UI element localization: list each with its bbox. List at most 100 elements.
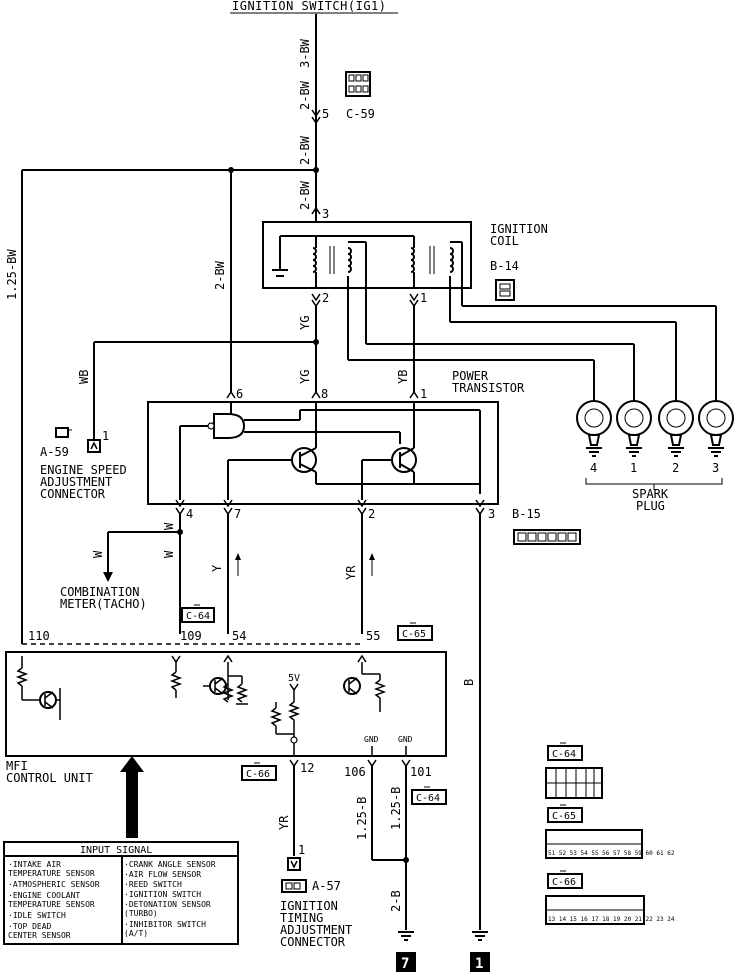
c66-badge-legend bbox=[547, 870, 583, 889]
wire-label-w1: W bbox=[162, 522, 176, 530]
input-right-3: ·IGNITION SWITCH bbox=[124, 890, 201, 899]
ignition-timing-label-3: ADJUSTMENT bbox=[280, 923, 352, 937]
input-signal-box bbox=[3, 841, 239, 945]
wire-label-125bw: 1.25-BW bbox=[5, 249, 19, 300]
spark-plug-number-b: 1 bbox=[630, 461, 637, 475]
wire-label-yr-2: YR bbox=[277, 815, 291, 830]
input-left-3: ·ENGINE COOLANT bbox=[8, 891, 80, 900]
c64-badge-upper bbox=[181, 604, 215, 623]
c65-label: C-65 bbox=[402, 629, 426, 640]
wire-label-125b-a: 1.25-B bbox=[355, 797, 369, 840]
spark-plug-number-c: 2 bbox=[672, 461, 679, 475]
input-right-0: ·CRANK ANGLE SENSOR bbox=[124, 860, 216, 869]
spark-plug-4 bbox=[698, 400, 734, 457]
wire-label-wb: WB bbox=[77, 370, 91, 384]
pin-5: 5 bbox=[322, 107, 329, 121]
coil-pin-1: 1 bbox=[420, 291, 427, 305]
gnd-label-1: GND bbox=[364, 735, 379, 744]
input-left-0: ·INTAKE AIR bbox=[8, 860, 61, 869]
coil-pin-3: 3 bbox=[322, 207, 329, 221]
b14-label: B-14 bbox=[490, 259, 519, 273]
pt-pin-7: 7 bbox=[234, 507, 241, 521]
input-left-6: ·TOP DEAD bbox=[8, 922, 52, 931]
mfi-label-2: CONTROL UNIT bbox=[6, 771, 93, 785]
wire-label-2b: 2-B bbox=[389, 890, 403, 912]
a59-pin-box bbox=[87, 439, 101, 453]
ignition-switch-title: IGNITION SWITCH(IG1) bbox=[232, 0, 387, 13]
wire-label-w2: W bbox=[91, 550, 105, 558]
ignition-timing-label-1: IGNITION bbox=[280, 899, 338, 913]
pt-pin-2: 2 bbox=[368, 507, 375, 521]
a59-label: A-59 bbox=[40, 445, 69, 459]
a59-pin-1: 1 bbox=[102, 429, 109, 443]
c65-badge-legend bbox=[547, 804, 583, 823]
wire-label-125b-b: 1.25-B bbox=[389, 787, 403, 830]
c66-connector-face bbox=[545, 895, 645, 925]
c65-connector-face bbox=[545, 829, 643, 859]
mfi-pin-109: 109 bbox=[180, 629, 202, 643]
pt-pin-4: 4 bbox=[186, 507, 193, 521]
input-right-2: ·REED SWITCH bbox=[124, 880, 182, 889]
engine-speed-label-1: ENGINE SPEED bbox=[40, 463, 127, 477]
input-left-4: TEMPERATURE SENSOR bbox=[8, 900, 95, 909]
power-transistor-label-2: TRANSISTOR bbox=[452, 381, 525, 395]
wire-label-y: Y bbox=[210, 564, 224, 572]
ground-symbol-7 bbox=[396, 931, 416, 972]
b15-label: B-15 bbox=[512, 507, 541, 521]
input-right-1: ·AIR FLOW SENSOR bbox=[124, 870, 201, 879]
mfi-pin-110: 110 bbox=[28, 629, 50, 643]
wire-label-2bw-a: 2-BW bbox=[298, 80, 312, 110]
combination-meter-label-1: COMBINATION bbox=[60, 585, 139, 599]
a57-connector-icon bbox=[281, 879, 307, 893]
c66-badge-lower bbox=[241, 762, 277, 781]
ignition-coil-label-2: COIL bbox=[490, 234, 519, 248]
mfi-pin-54: 54 bbox=[232, 629, 246, 643]
pt-pin-1: 1 bbox=[420, 387, 427, 401]
gnd-label-2: GND bbox=[398, 735, 413, 744]
wire-label-yr-1: YR bbox=[344, 565, 358, 580]
combination-meter-label-2: METER(TACHO) bbox=[60, 597, 147, 611]
c64-connector-face bbox=[545, 767, 603, 799]
wire-label-w3: W bbox=[162, 550, 176, 558]
mfi-pin-12: 12 bbox=[300, 761, 314, 775]
wire-label-2bw-d: 2-BW bbox=[213, 260, 227, 290]
input-signal-header: INPUT SIGNAL bbox=[80, 845, 152, 856]
ignition-timing-label-4: CONNECTOR bbox=[280, 935, 346, 949]
ground-symbol-1 bbox=[470, 931, 490, 972]
c64-label-legend: C-64 bbox=[552, 749, 576, 760]
c66-label-lower: C-66 bbox=[246, 769, 270, 780]
input-left-5: ·IDLE SWITCH bbox=[8, 911, 66, 920]
mfi-pin-106: 106 bbox=[344, 765, 366, 779]
wire-label-yg-2: YG bbox=[298, 370, 312, 384]
wire-label-2bw-c: 2-BW bbox=[298, 180, 312, 210]
c65-pins-text: 51 52 53 54 55 56 57 58 59 60 61 62 bbox=[548, 850, 675, 857]
input-right-4: ·DETONATION SENSOR bbox=[124, 900, 211, 909]
c59-connector-icon bbox=[345, 71, 371, 97]
c59-label: C-59 bbox=[346, 107, 375, 121]
ignition-timing-label-2: TIMING bbox=[280, 911, 323, 925]
c66-pins-text: 13 14 15 16 17 18 19 20 21 22 23 24 bbox=[548, 916, 675, 923]
engine-speed-label-3: CONNECTOR bbox=[40, 487, 106, 501]
input-left-7: CENTER SENSOR bbox=[8, 931, 71, 940]
ignition-coil-label-1: IGNITION bbox=[490, 222, 548, 236]
power-transistor-label-1: POWER bbox=[452, 369, 489, 383]
mfi-label-1: MFI bbox=[6, 759, 28, 773]
c66-label-legend: C-66 bbox=[552, 877, 576, 888]
a57-pin-box bbox=[287, 857, 301, 871]
input-right-6: ·INHIBITOR SWITCH bbox=[124, 920, 206, 929]
ground-label-7: 7 bbox=[401, 956, 409, 972]
input-left-1: TEMPERATURE SENSOR bbox=[8, 869, 95, 878]
coil-pin-2: 2 bbox=[322, 291, 329, 305]
ignition-coil bbox=[262, 221, 472, 289]
wire-label-2bw-b: 2-BW bbox=[298, 135, 312, 165]
spark-plug-1 bbox=[576, 400, 612, 457]
c65-badge bbox=[397, 622, 433, 641]
input-signal-arrow bbox=[120, 756, 144, 838]
spark-plug-number-a: 4 bbox=[590, 461, 597, 475]
input-left-2: ·ATMOSPHERIC SENSOR bbox=[8, 880, 100, 889]
input-right-5: (TURBO) bbox=[124, 909, 158, 918]
c64-label-lower: C-64 bbox=[416, 793, 440, 804]
input-right-7: (A/T) bbox=[124, 929, 148, 938]
spark-plug-2 bbox=[616, 400, 652, 457]
